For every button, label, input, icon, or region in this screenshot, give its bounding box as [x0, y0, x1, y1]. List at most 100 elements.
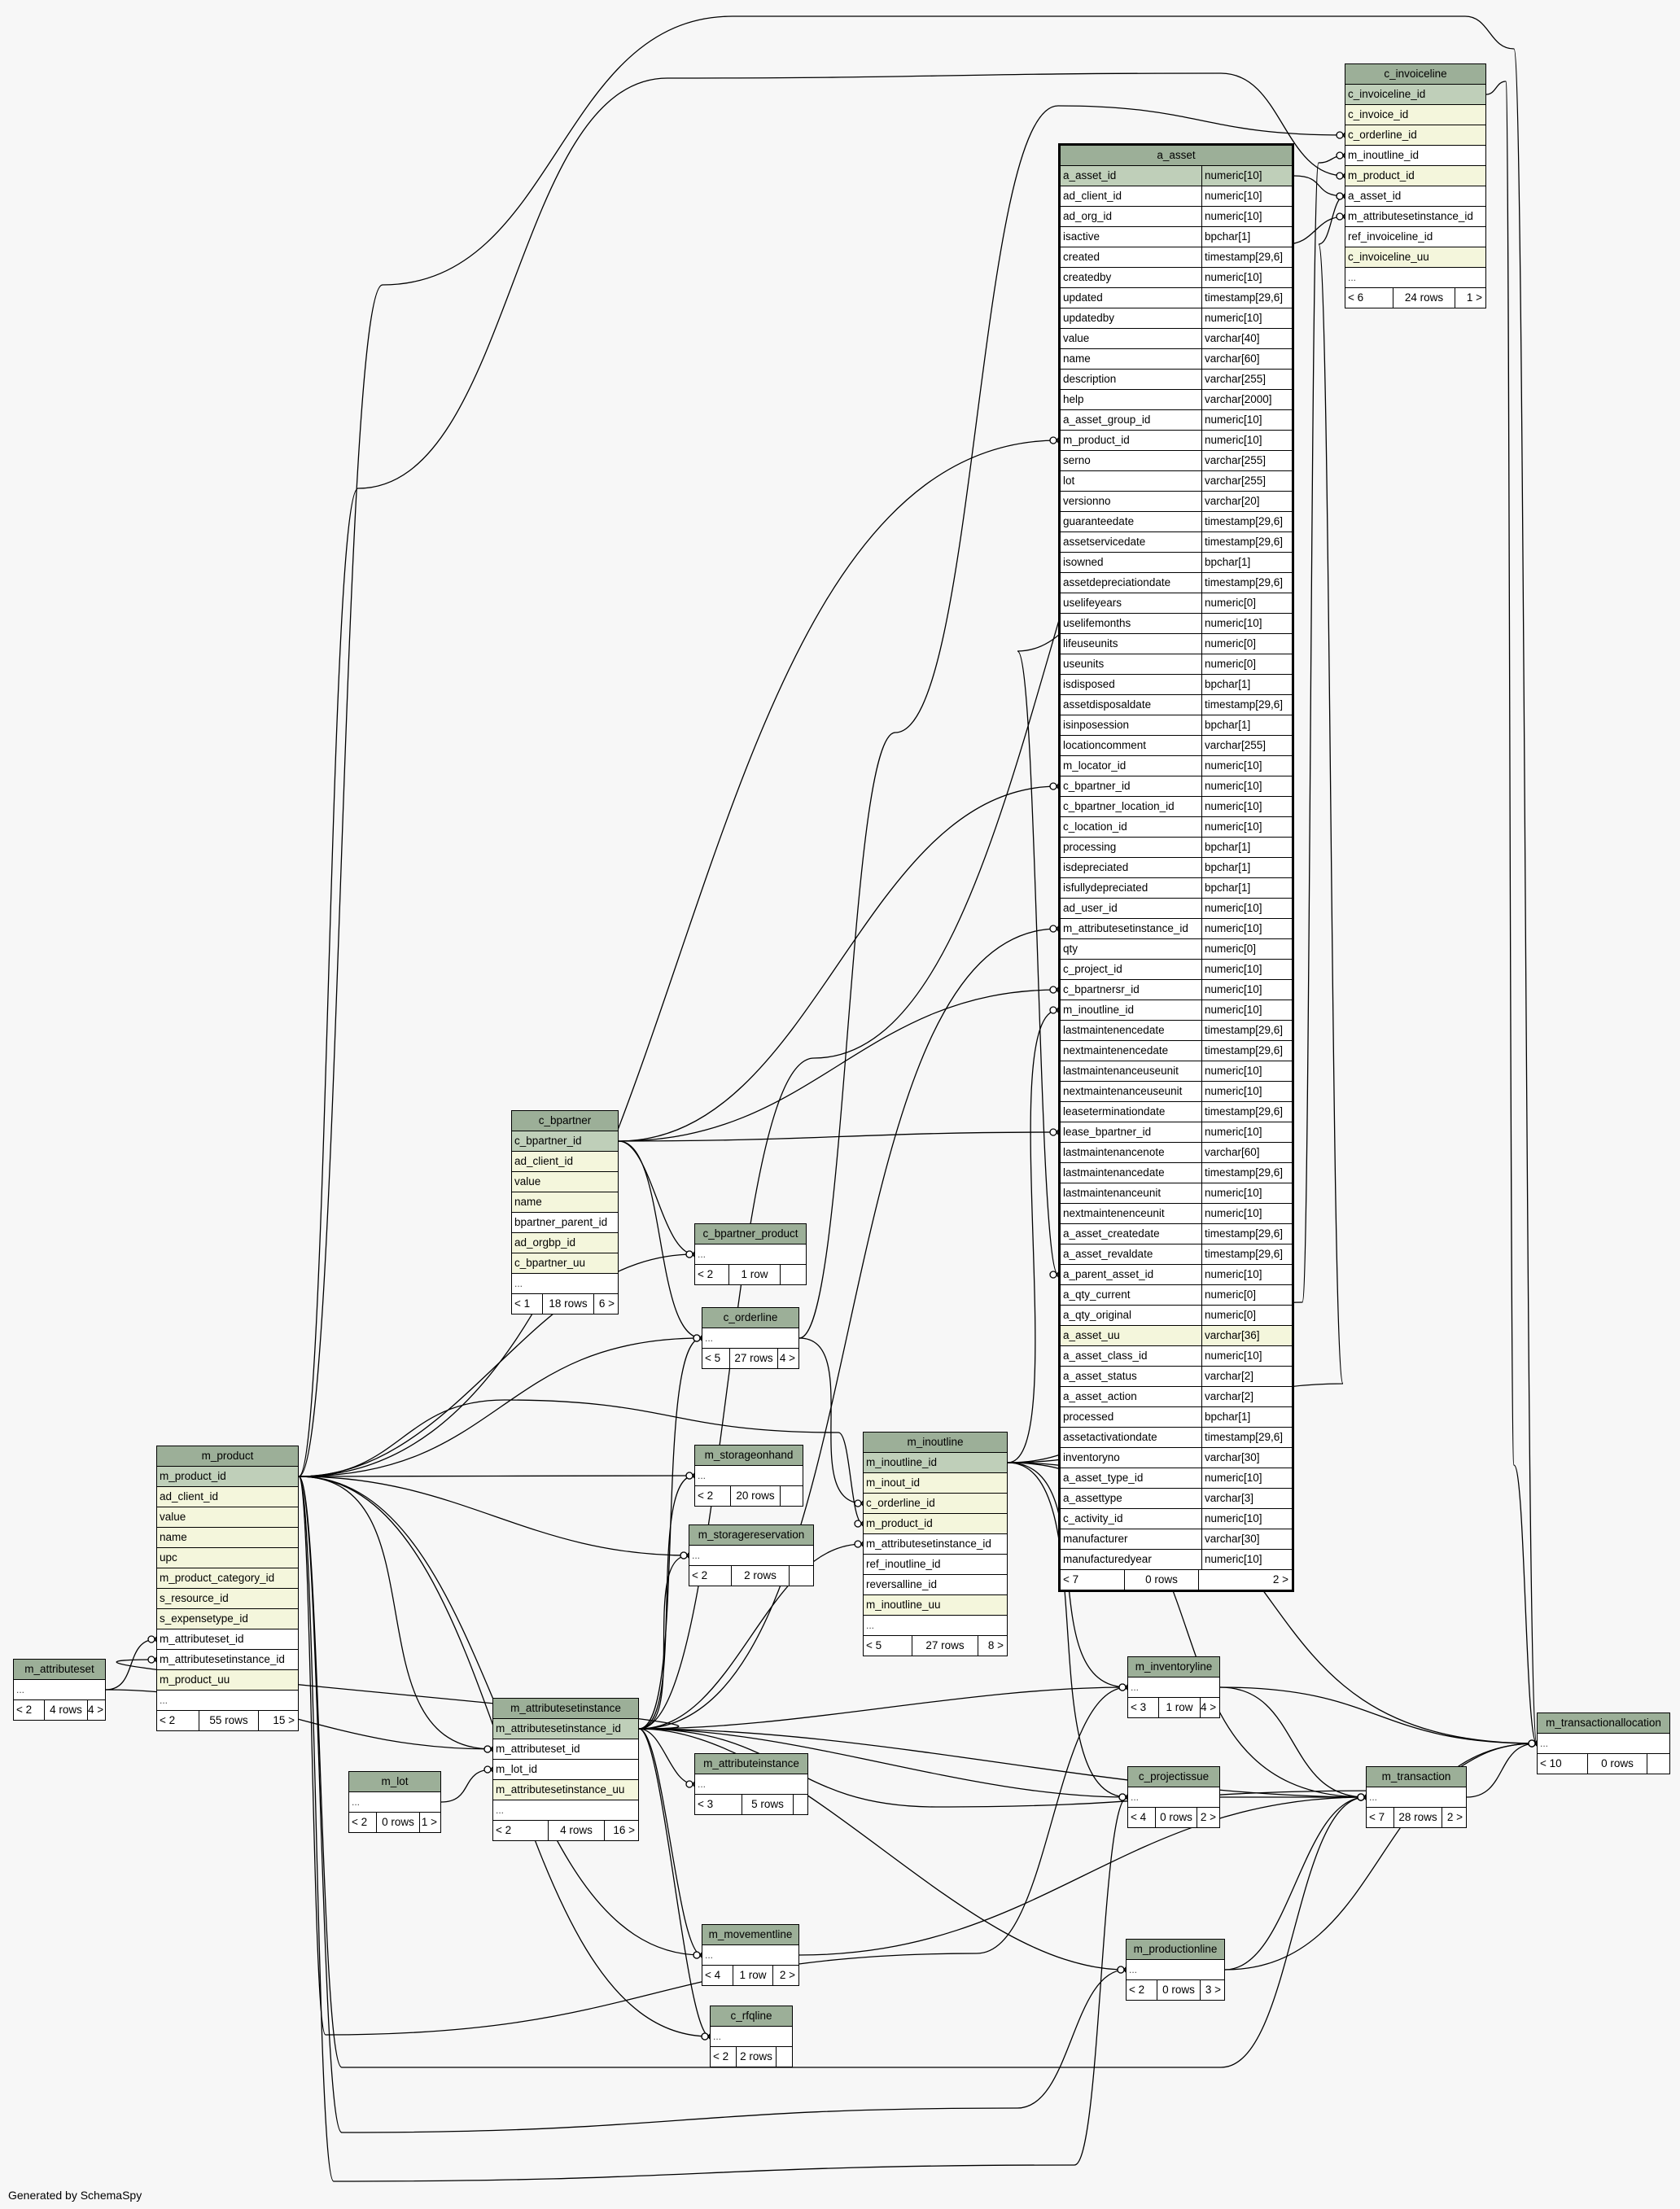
table-title[interactable]: c_invoiceline: [1345, 64, 1485, 85]
children-count[interactable]: 2 >: [1442, 1808, 1466, 1827]
children-count[interactable]: 2 >: [1197, 1808, 1219, 1827]
parents-count[interactable]: < 4: [705, 1969, 721, 1981]
table-title[interactable]: c_orderline: [702, 1308, 798, 1328]
parents-count[interactable]: < 7: [1063, 1573, 1079, 1586]
children-count[interactable]: [780, 1265, 806, 1284]
table-title[interactable]: m_attributeset: [14, 1660, 105, 1680]
table-title[interactable]: c_bpartner: [512, 1111, 618, 1131]
parents-count[interactable]: < 2: [698, 1489, 714, 1502]
parents-count[interactable]: < 6: [1348, 291, 1364, 304]
column-type: timestamp[29,6]: [1201, 1041, 1292, 1061]
table-footer: < 2 1 row: [695, 1265, 806, 1284]
table-title[interactable]: m_lot: [349, 1772, 440, 1792]
parents-count[interactable]: < 3: [1131, 1701, 1147, 1713]
table-title[interactable]: c_projectissue: [1128, 1767, 1219, 1787]
children-count[interactable]: 8 >: [978, 1636, 1007, 1656]
column-type: varchar[255]: [1201, 471, 1292, 491]
parents-count[interactable]: < 2: [1129, 1984, 1145, 1996]
table-title[interactable]: m_transaction: [1367, 1767, 1466, 1787]
table-title[interactable]: m_transactionallocation: [1538, 1713, 1669, 1734]
parents-count[interactable]: < 2: [16, 1704, 33, 1716]
parents-count[interactable]: < 3: [698, 1798, 714, 1810]
children-count[interactable]: [780, 1486, 803, 1506]
more-columns-ellipsis: ...: [1127, 1960, 1224, 1980]
column-name: m_product_id: [160, 1470, 226, 1482]
column-row: m_attributeset_id: [493, 1739, 638, 1760]
children-count[interactable]: 3 >: [1200, 1980, 1224, 2000]
children-count[interactable]: [793, 1795, 807, 1814]
column-type: numeric[0]: [1201, 654, 1292, 674]
parents-count[interactable]: < 7: [1369, 1811, 1385, 1823]
children-count[interactable]: 1 >: [419, 1813, 440, 1832]
parents-count[interactable]: < 10: [1540, 1757, 1562, 1769]
children-count[interactable]: [1647, 1754, 1669, 1774]
children-count[interactable]: 4 >: [777, 1349, 798, 1368]
parents-count[interactable]: < 2: [496, 1824, 512, 1836]
table-title[interactable]: m_movementline: [702, 1925, 798, 1945]
parents-count[interactable]: < 2: [352, 1816, 368, 1828]
column-name: manufacturedyear: [1063, 1553, 1152, 1565]
row-count: 28 rows: [1393, 1808, 1442, 1827]
table-title[interactable]: m_product: [157, 1446, 298, 1467]
children-count[interactable]: 1 >: [1455, 288, 1485, 308]
column-row: reversalline_id: [864, 1575, 1007, 1595]
parents-count[interactable]: < 4: [1131, 1811, 1147, 1823]
parents-count[interactable]: < 2: [698, 1268, 714, 1280]
many-end-marker: [1049, 1128, 1057, 1136]
table-title[interactable]: m_storagereservation: [689, 1525, 813, 1546]
table-title[interactable]: c_bpartner_product: [695, 1224, 806, 1244]
children-count[interactable]: 4 >: [87, 1700, 105, 1720]
children-count[interactable]: [776, 2047, 792, 2067]
table-title[interactable]: m_inventoryline: [1128, 1657, 1219, 1678]
column-row: m_attributesetinstance_id: [157, 1650, 298, 1670]
parents-count[interactable]: < 5: [866, 1639, 882, 1651]
parents-count[interactable]: < 1: [514, 1297, 531, 1310]
children-count[interactable]: 15 >: [258, 1711, 298, 1730]
children-count[interactable]: 4 >: [1200, 1698, 1219, 1717]
children-count[interactable]: [789, 1566, 813, 1586]
parents-count[interactable]: < 2: [713, 2050, 729, 2062]
column-type: numeric[10]: [1201, 1082, 1292, 1101]
row-count: 1 row: [728, 1265, 780, 1284]
foreign-key-edge: [105, 1638, 157, 1691]
children-count[interactable]: 2 >: [1198, 1570, 1292, 1590]
column-type: numeric[10]: [1201, 756, 1292, 776]
table-title[interactable]: m_inoutline: [864, 1433, 1007, 1453]
table-title[interactable]: m_storageonhand: [695, 1446, 803, 1466]
table-title[interactable]: a_asset: [1061, 146, 1292, 166]
children-count[interactable]: 6 >: [593, 1294, 618, 1314]
parents-count[interactable]: < 2: [160, 1714, 176, 1726]
foreign-key-edge: [298, 1476, 493, 1750]
parents-count[interactable]: < 2: [692, 1569, 708, 1581]
table-title[interactable]: m_productionline: [1127, 1940, 1224, 1960]
parents-count[interactable]: < 5: [705, 1352, 721, 1364]
table-title[interactable]: m_attributeinstance: [695, 1754, 807, 1774]
children-count[interactable]: 2 >: [772, 1966, 798, 1985]
table-title[interactable]: c_rfqline: [711, 2006, 792, 2027]
table-title[interactable]: m_attributesetinstance: [493, 1699, 638, 1719]
children-count[interactable]: 16 >: [604, 1821, 638, 1840]
